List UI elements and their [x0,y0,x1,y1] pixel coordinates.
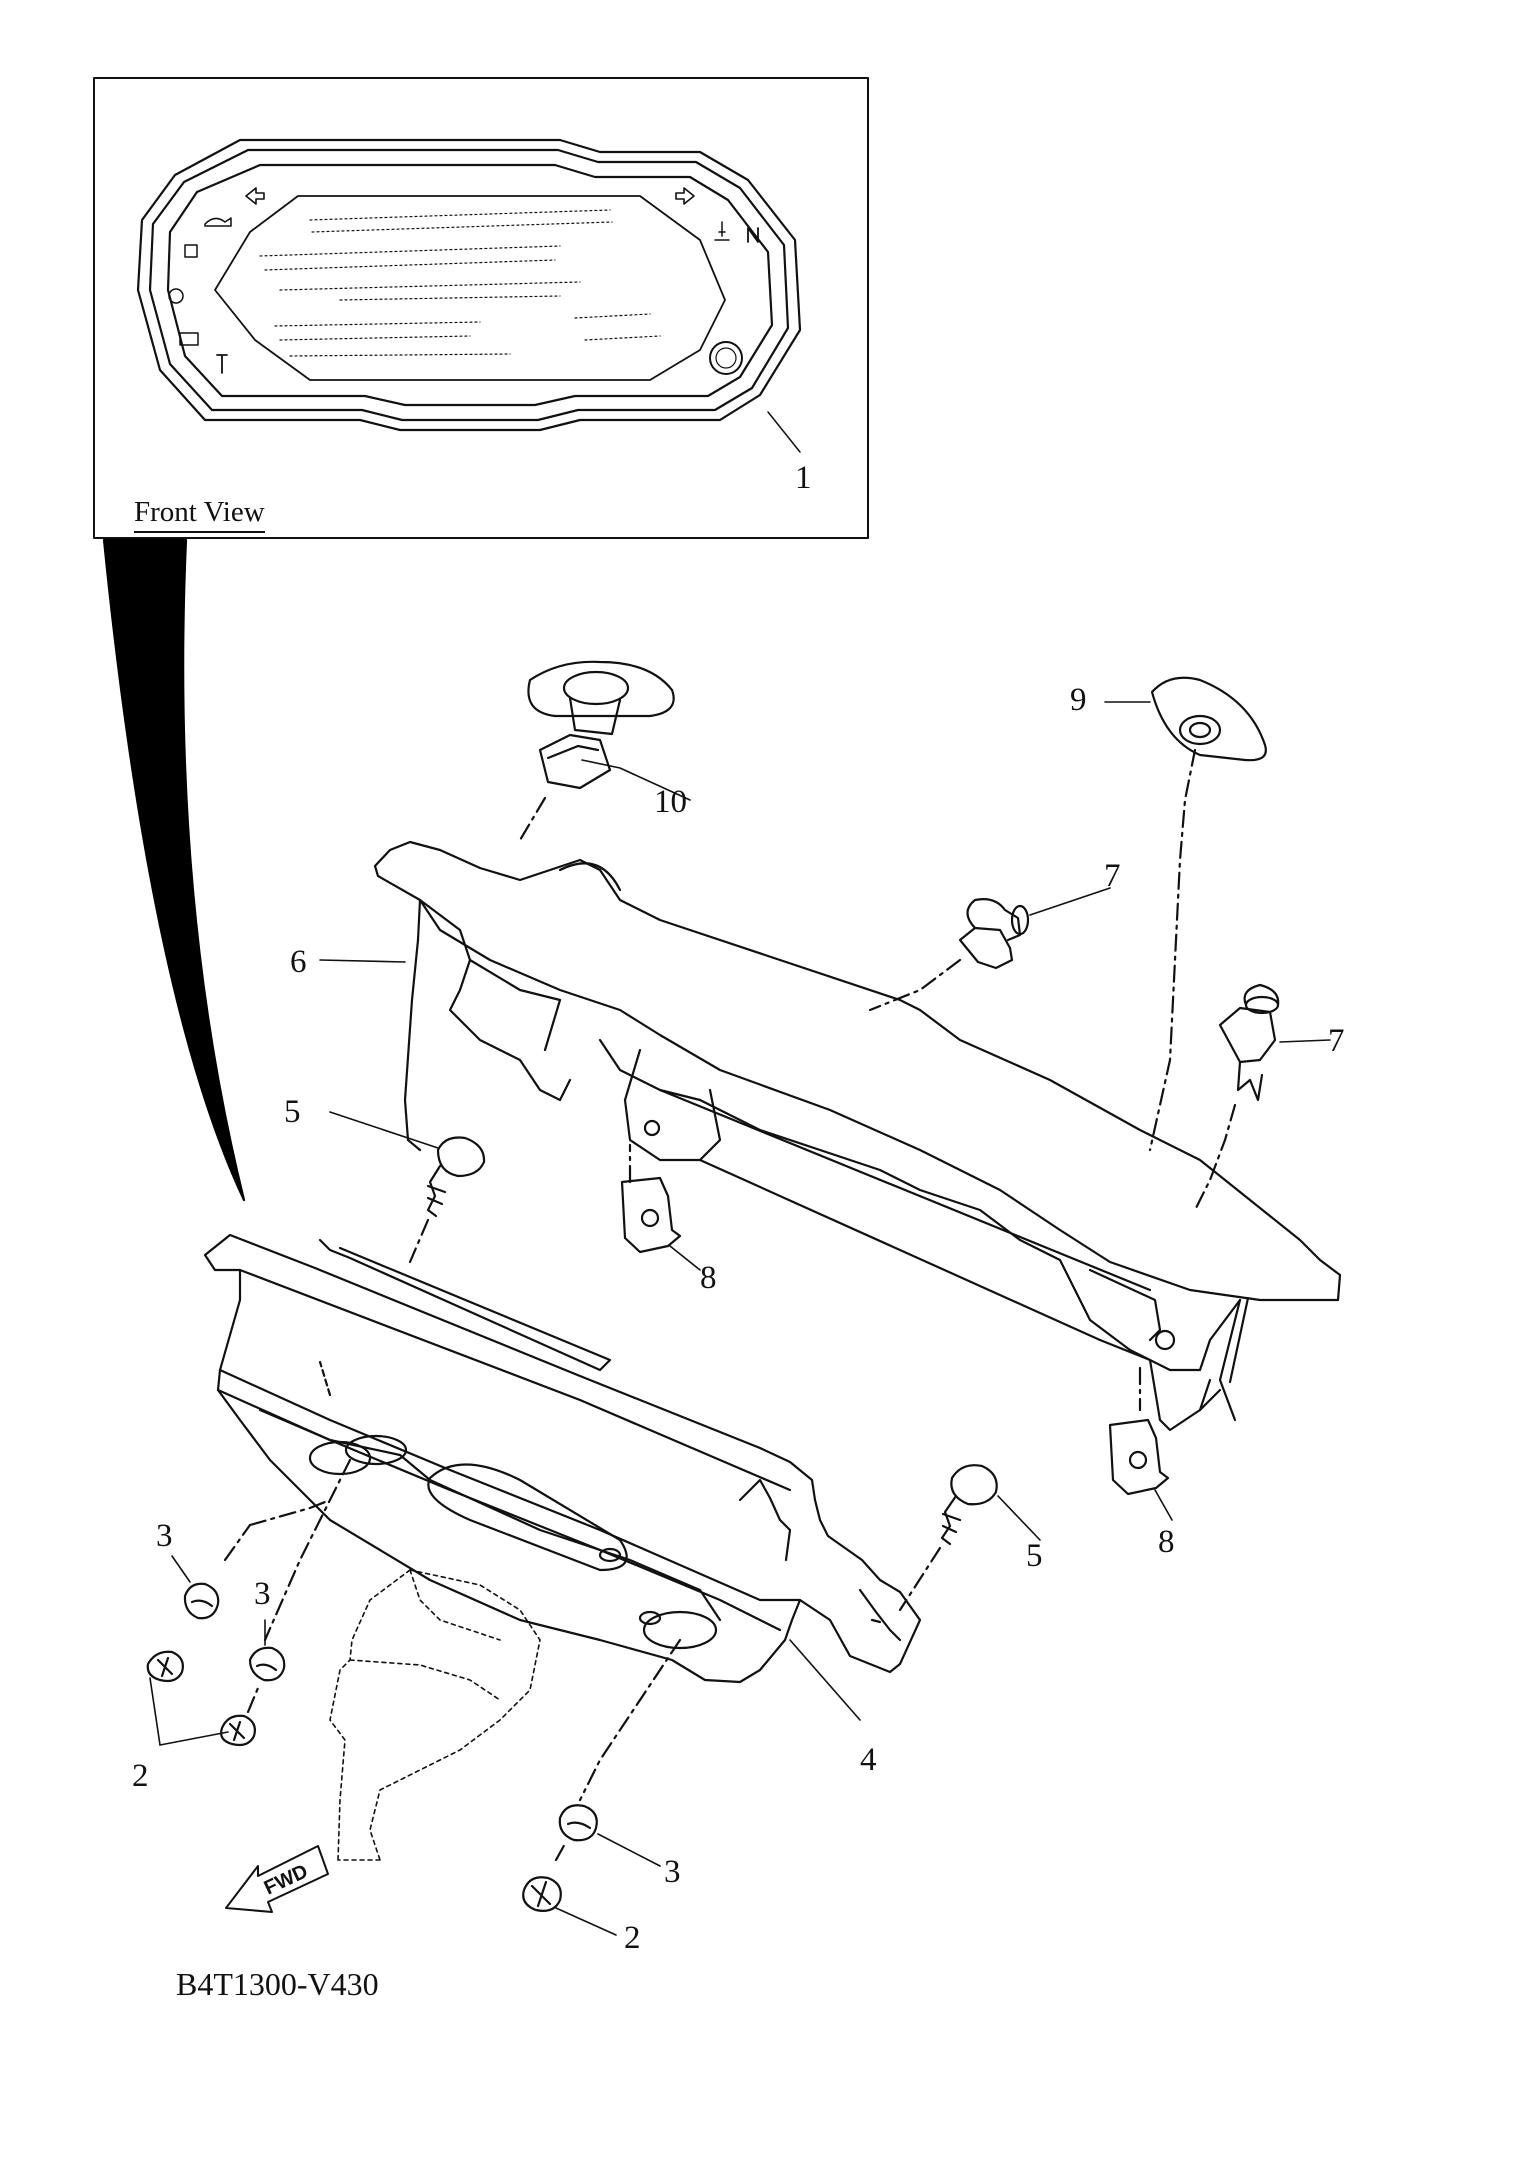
fwd-direction-arrow [225,1845,329,1913]
callout-3-a: 3 [156,1518,173,1554]
callout-5-a: 5 [284,1094,301,1130]
callout-2-a: 2 [132,1758,149,1794]
meter-front-assembly [136,138,802,432]
part-7-rivet-upper [868,887,1111,1012]
callout-9: 9 [1070,682,1087,718]
part-9-grommet [1104,676,1267,1152]
part-3-collar-b [248,1458,352,1682]
part-3-collar-c [558,1638,682,1867]
callout-1: 1 [795,460,812,496]
view-link-band [102,538,246,1202]
callout-5-b: 5 [1026,1538,1043,1574]
part-7-rivet-lower [1193,983,1331,1212]
part-2-screw-c [522,1840,617,1936]
part-5-screw-lower [898,1464,1041,1612]
callout-6: 6 [290,944,307,980]
callout-3-b: 3 [254,1576,271,1612]
callout-8-a: 8 [700,1260,717,1296]
front-view-inset [93,77,869,539]
part-2-screw-a [146,1650,229,1746]
callout-7-a: 7 [1104,858,1121,894]
part-8-clip-nut-right [1108,1366,1173,1521]
meter-connector [329,1569,541,1861]
part-3-collar-a [171,1498,332,1620]
callout-4: 4 [860,1742,877,1778]
inset-caption: Front View [134,496,265,533]
part-6-meter-cover [319,840,1342,1432]
callout-3-c: 3 [664,1854,681,1890]
part-10-grommet-nut [518,660,691,842]
part-8-clip-nut-center [620,1143,701,1271]
callout-8-b: 8 [1158,1524,1175,1560]
part-4-meter-body [203,1233,922,1721]
part-2-screw-b [220,1686,260,1747]
diagram-code: B4T1300-V430 [176,1966,379,2002]
callout-7-b: 7 [1328,1023,1345,1059]
part-5-screw-upper [329,1111,486,1264]
callout-10: 10 [654,784,687,820]
callout-2-b: 2 [624,1920,641,1956]
